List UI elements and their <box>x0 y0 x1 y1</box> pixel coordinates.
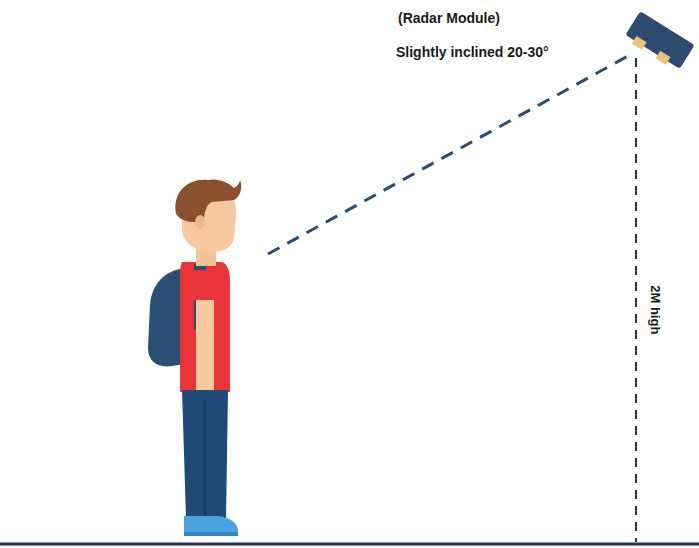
person-figure <box>148 179 241 536</box>
annotation-label: Slightly inclined 20-30° <box>396 44 549 61</box>
height-line <box>635 58 637 542</box>
ground-line <box>0 543 699 546</box>
annotation-label: (Radar Module) <box>398 10 500 27</box>
beam-line <box>268 56 628 254</box>
dimension-label: 2M high <box>648 285 664 334</box>
radar-module <box>623 11 694 72</box>
